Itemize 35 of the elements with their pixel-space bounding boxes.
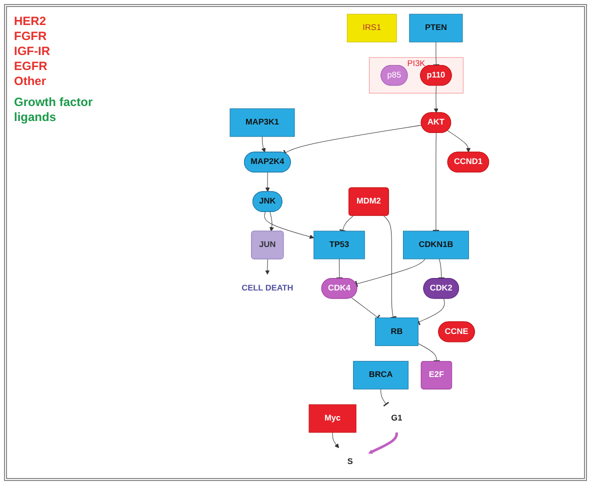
connector (432, 42, 440, 66)
arrow (434, 85, 438, 113)
node-box: CDKN1B (403, 230, 469, 260)
receptor-label: Other (14, 74, 48, 89)
arrow (261, 136, 266, 152)
receptor-label: EGFR (14, 59, 48, 74)
node-box: Myc (308, 404, 356, 433)
connector (432, 132, 440, 232)
arrow (332, 432, 340, 448)
node-box: IRS1 (346, 14, 397, 42)
node-box: RB (374, 318, 418, 346)
arrow (265, 258, 270, 275)
connector (416, 298, 445, 326)
node-text: G1 (391, 414, 402, 423)
receptor-label: FGFR (14, 29, 48, 44)
receptor-label: IGF-IR (14, 44, 51, 59)
connector (339, 216, 354, 232)
receptor-label: HER2 (14, 14, 48, 29)
node-text: CELL DEATH (242, 284, 294, 293)
connector (418, 343, 440, 362)
arrow (368, 432, 398, 454)
arrow (264, 212, 314, 239)
connector (383, 216, 397, 319)
node-box: BRCA (353, 360, 408, 390)
connector (336, 258, 344, 279)
connector (438, 258, 446, 279)
node-box: TP53 (314, 230, 365, 260)
legend-text: Growth factor ligands (14, 95, 94, 125)
arrow (447, 130, 471, 152)
connector (380, 388, 390, 407)
node-box: PTEN (409, 14, 463, 42)
arrow (270, 212, 274, 232)
node-text: S (347, 457, 353, 466)
node-box: MAP3K1 (230, 108, 295, 137)
arrow (265, 172, 270, 192)
